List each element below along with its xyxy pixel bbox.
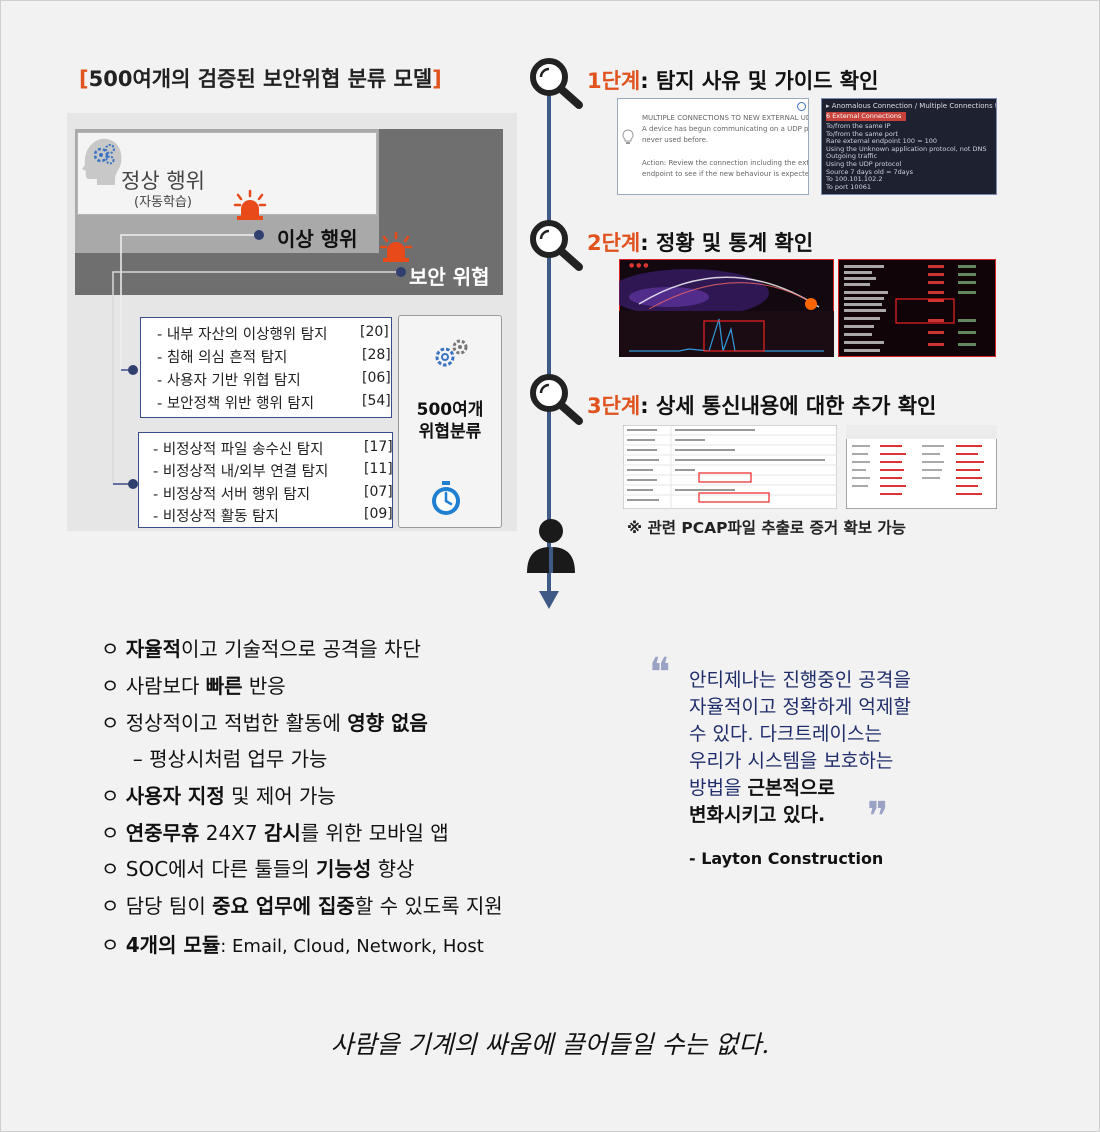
list-item-count: [11]	[364, 461, 393, 477]
threat-list-group-1: - 내부 자산의 이상행위 탐지 [20] - 침해 의심 흔적 탐지 [28]…	[140, 317, 392, 418]
quote-close-mark: ❞	[867, 794, 889, 840]
person-icon	[527, 519, 575, 573]
list-item-count: [54]	[362, 393, 391, 409]
lightbulb-icon	[622, 129, 634, 144]
feature-bullet: ㅇ 연중무휴 24X7 감시를 위한 모바일 앱	[101, 821, 449, 845]
head-gear-icon	[82, 138, 122, 185]
list-item: - 비정상적 서버 행위 탐지	[153, 487, 311, 503]
connector-lines	[112, 230, 406, 489]
alarm-icon	[379, 231, 413, 262]
feature-bullet: ㅇ 사람보다 빠른 반응	[101, 674, 286, 698]
step-1-title: 1단계: 탐지 사유 및 가이드 확인	[587, 69, 879, 93]
gears-icon	[435, 339, 468, 367]
traffic-stats-screenshot	[838, 259, 996, 357]
list-item-count: [06]	[362, 370, 391, 386]
model-title: [500여개의 검증된 보안위협 분류 모델]	[79, 67, 442, 91]
feature-bullet: ㅇ 4개의 모듈: Email, Cloud, Network, Host	[101, 933, 484, 957]
quote-line: 안티제나는 진행중인 공격을	[689, 669, 911, 691]
alarm-icon	[233, 189, 267, 220]
list-item: - 비정상적 파일 송수신 탐지	[153, 442, 324, 458]
pcap-note: ※ 관련 PCAP파일 추출로 증거 확보 가능	[627, 519, 906, 537]
feature-bullet: ㅇ 담당 팀이 중요 업무에 집중할 수 있도록 지원	[101, 894, 503, 918]
list-item-count: [28]	[362, 347, 391, 363]
packet-detail-screenshot	[623, 425, 837, 509]
step-3-title: 3단계: 상세 통신내용에 대한 추가 확인	[587, 394, 937, 418]
normal-behavior-box	[77, 132, 377, 215]
list-item-count: [09]	[364, 506, 393, 522]
list-item: - 보안정책 위반 행위 탐지	[157, 396, 315, 412]
quote-line: 자율적이고 정확하게 억제할	[689, 696, 911, 718]
anomaly-label: 이상 행위	[277, 227, 358, 251]
svg-text:● ● ●: ● ● ●	[629, 262, 649, 269]
quote-line: 방법을 근본적으로	[689, 777, 835, 799]
alert-list-screenshot	[846, 425, 997, 509]
magnifier-icon	[530, 374, 583, 425]
feature-bullet: ㅇ 자율적이고 기술적으로 공격을 차단	[101, 637, 421, 661]
threat-list-group-2: - 비정상적 파일 송수신 탐지 [17] - 비정상적 내/외부 연결 탐지 …	[138, 432, 393, 528]
list-item-count: [07]	[364, 484, 393, 500]
quote-author: - Layton Construction	[689, 849, 884, 868]
anomaly-detail-screenshot: ▸ Anomalous Connection / Multiple Connec…	[821, 98, 997, 195]
list-item: - 침해 의심 흔적 탐지	[157, 350, 288, 366]
feature-sub-bullet: – 평상시처럼 업무 가능	[101, 747, 328, 771]
quote-line: 우리가 시스템을 보호하는	[689, 750, 894, 772]
list-item: - 비정상적 활동 탐지	[153, 509, 279, 525]
normal-behavior-title: 정상 행위	[121, 169, 205, 193]
normal-behavior-sub: (자동학습)	[134, 195, 192, 210]
feature-bullet: ㅇ 정상적이고 적법한 활동에 영향 없음	[101, 711, 428, 735]
list-item-count: [17]	[364, 439, 393, 455]
closing-statement: 사람을 기계의 싸움에 끌어들일 수는 없다.	[330, 1030, 770, 1059]
timeline	[539, 83, 559, 609]
detection-guide-screenshot: MULTIPLE CONNECTIONS TO NEW EXTERNAL UDP…	[617, 98, 809, 195]
feature-bullet: ㅇ 사용자 지정 및 제어 가능	[101, 784, 336, 808]
quote-line: 수 있다. 다크트레이스는	[689, 723, 882, 745]
list-item-count: [20]	[360, 324, 389, 340]
list-item: - 사용자 기반 위협 탐지	[157, 373, 301, 389]
quote-line: 변화시키고 있다.	[689, 804, 826, 826]
feature-bullet: ㅇ SOC에서 다른 툴들의 기능성 향상	[101, 857, 415, 881]
quote-open-mark: ❝	[649, 650, 671, 696]
magnifier-icon	[530, 58, 583, 109]
traffic-map-screenshot: ● ● ●	[619, 259, 834, 357]
threat-label: 보안 위협	[409, 265, 490, 289]
stopwatch-icon	[432, 481, 460, 515]
step-2-title: 2단계: 정황 및 통계 확인	[587, 231, 814, 255]
list-item: - 비정상적 내/외부 연결 탐지	[153, 464, 329, 480]
magnifier-icon	[530, 220, 583, 271]
list-item: - 내부 자산의 이상행위 탐지	[157, 327, 328, 343]
